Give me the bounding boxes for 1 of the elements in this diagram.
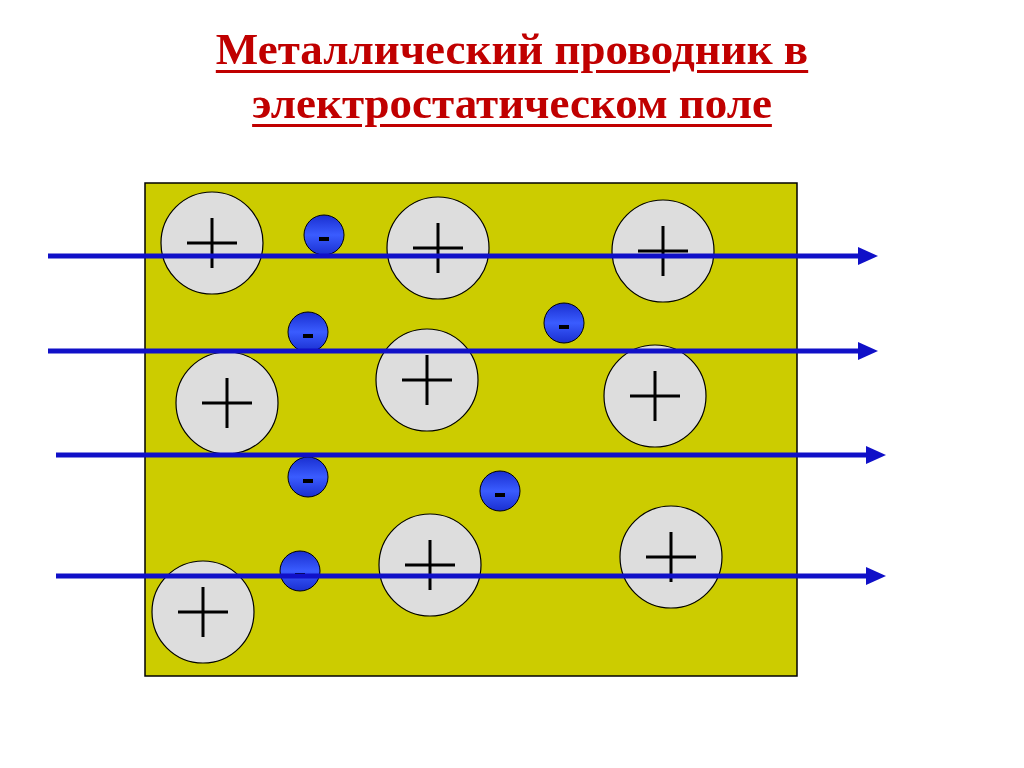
title: Металлический проводник в электростатическом поле: [214, 23, 810, 130]
